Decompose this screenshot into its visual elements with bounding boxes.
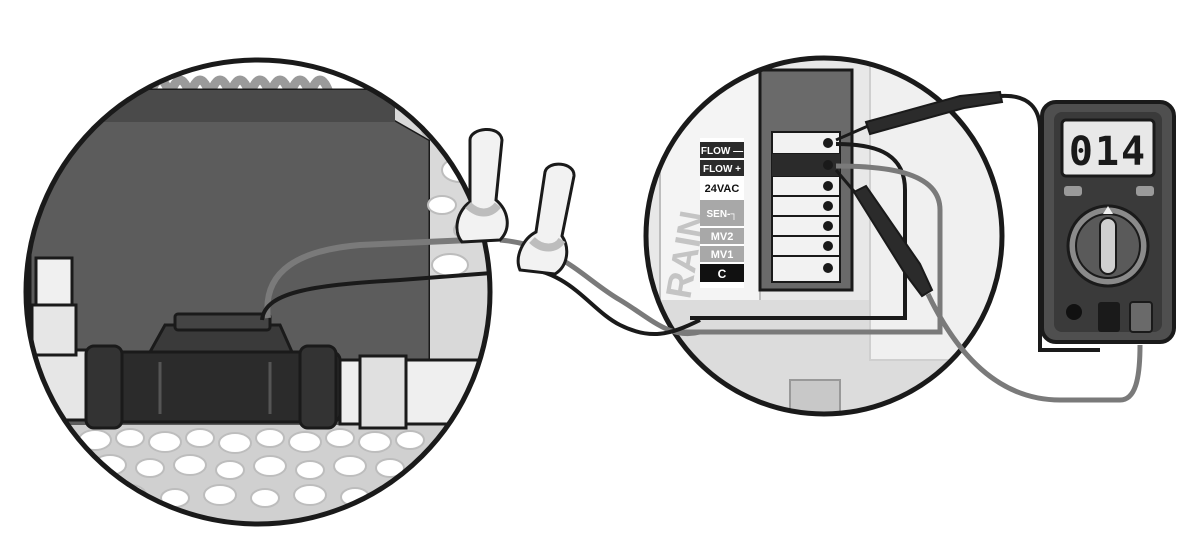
multimeter-icon: 014 — [1040, 100, 1176, 344]
flow-sensor-icon — [84, 312, 342, 430]
terminal-label-mv2: MV2 — [711, 231, 734, 243]
grass-texture — [145, 75, 335, 110]
meter-jack — [1129, 301, 1153, 333]
wire-nut-icon — [516, 162, 576, 276]
meter-reading: 014 — [1069, 129, 1147, 175]
terminal-label-c: C — [718, 267, 727, 281]
terminal-label-sen: SEN-┐ — [707, 209, 738, 220]
terminal-block — [758, 68, 854, 292]
meter-jack — [1098, 302, 1120, 332]
sensor-wire-black — [260, 268, 490, 321]
terminal-label-flow-plus: FLOW + — [703, 164, 741, 175]
sensor-zoom-circle — [23, 57, 493, 527]
dial-knob-icon — [1066, 204, 1150, 288]
test-probe-icon — [834, 169, 1143, 403]
terminal-label-strip: FLOW — FLOW + 24VAC SEN-┐ MV2 MV1 C — [700, 138, 744, 288]
gravel-texture — [30, 425, 490, 524]
terminal-label-24vac: 24VAC — [705, 183, 740, 195]
wire-nut-icon — [455, 128, 509, 244]
black-wire — [519, 266, 701, 337]
terminal-label-mv1: MV1 — [711, 249, 734, 261]
meter-display-screen — [1060, 118, 1156, 178]
meter-jack — [1066, 304, 1082, 320]
sensor-wire-gray — [264, 237, 471, 319]
terminal-label-flow-minus: FLOW — — [701, 146, 743, 157]
